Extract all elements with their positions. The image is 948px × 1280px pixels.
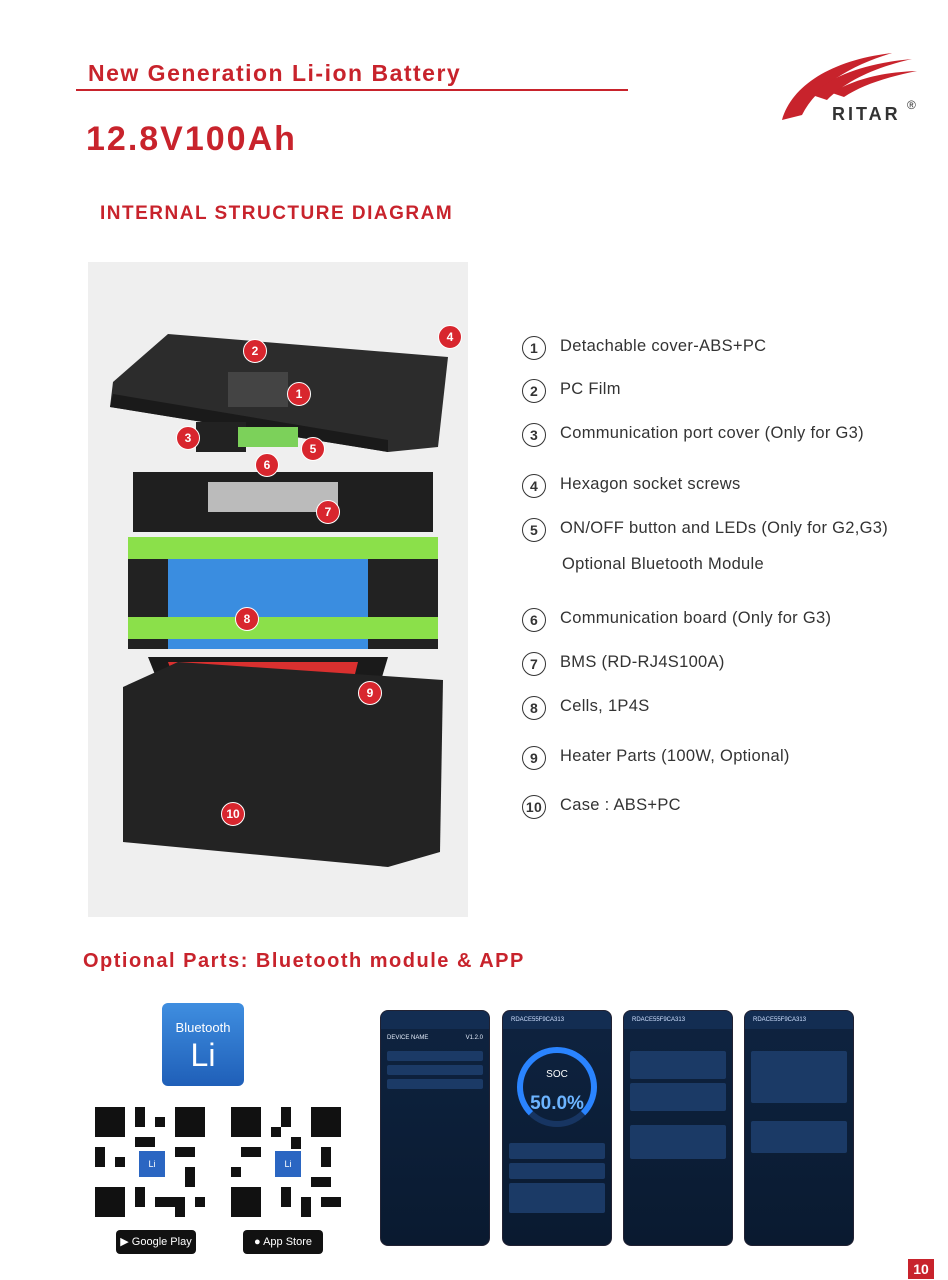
app-store-badge[interactable]: ● App Store <box>243 1230 323 1254</box>
header-divider <box>76 89 628 91</box>
model-title: 12.8V100Ah <box>86 120 297 158</box>
cell-voltage-panel <box>751 1051 847 1103</box>
callout-2: 2 <box>243 339 267 363</box>
status-bar <box>381 1011 489 1029</box>
callout-6: 6 <box>255 453 279 477</box>
ritar-logo-icon <box>782 53 917 120</box>
app-store-qr-code: Li <box>231 1107 341 1217</box>
app-screen-cell-voltage: RDACE55F9CA313 <box>744 1010 854 1246</box>
detail-panel <box>630 1083 726 1111</box>
device-list-item[interactable] <box>387 1065 483 1075</box>
soc-label: SOC <box>546 1069 568 1080</box>
soc-value: 50.0% <box>530 1093 584 1114</box>
bluetooth-li-badge: Bluetooth Li <box>162 1003 244 1086</box>
screen-header: RDACE55F9CA313 <box>745 1011 853 1029</box>
screen-header: RDACE55F9CA313 <box>624 1011 732 1029</box>
callout-1: 1 <box>287 382 311 406</box>
legend-note: Optional Bluetooth Module <box>562 555 764 573</box>
badge-li-label: Li <box>190 1037 216 1073</box>
temperature-panel <box>751 1121 847 1153</box>
info-tile <box>509 1143 605 1159</box>
battery-exploded-diagram <box>88 262 468 917</box>
callout-8: 8 <box>235 607 259 631</box>
play-icon: ▶ <box>120 1236 132 1248</box>
screen-header: RDACE55F9CA313 <box>503 1011 611 1029</box>
device-list-item[interactable] <box>387 1079 483 1089</box>
google-play-qr-code: Li <box>95 1107 205 1217</box>
google-play-badge[interactable]: ▶ Google Play <box>116 1230 196 1254</box>
page-number: 10 <box>908 1259 934 1279</box>
optional-parts-title: Optional Parts: Bluetooth module & APP <box>83 950 525 972</box>
callout-9: 9 <box>358 681 382 705</box>
search-field[interactable] <box>387 1051 483 1061</box>
detail-panel <box>630 1051 726 1079</box>
badge-bluetooth-label: Bluetooth <box>175 1020 231 1035</box>
header-title: New Generation Li-ion Battery <box>88 60 462 86</box>
apple-icon: ● <box>253 1236 264 1248</box>
section-title: INTERNAL STRUCTURE DIAGRAM <box>100 203 454 224</box>
soc-gauge <box>517 1047 597 1127</box>
callout-3: 3 <box>176 426 200 450</box>
app-screen-details: RDACE55F9CA313 <box>623 1010 733 1246</box>
info-tile <box>509 1163 605 1179</box>
qr-logo: Li <box>273 1149 303 1179</box>
qr-logo: Li <box>137 1149 167 1179</box>
callout-10: 10 <box>221 802 245 826</box>
info-tile <box>509 1183 605 1213</box>
callout-4: 4 <box>438 325 462 349</box>
brand-name: RITAR <box>832 104 901 124</box>
app-screen-soc: RDACE55F9CA313 SOC 50.0% <box>502 1010 612 1246</box>
callout-7: 7 <box>316 500 340 524</box>
callout-5: 5 <box>301 437 325 461</box>
device-header: DEVICE NAME V1.2.0 <box>387 1035 483 1041</box>
registered-mark: ® <box>907 98 916 112</box>
status-panel <box>630 1125 726 1159</box>
app-screen-device-list: DEVICE NAME V1.2.0 <box>380 1010 490 1246</box>
